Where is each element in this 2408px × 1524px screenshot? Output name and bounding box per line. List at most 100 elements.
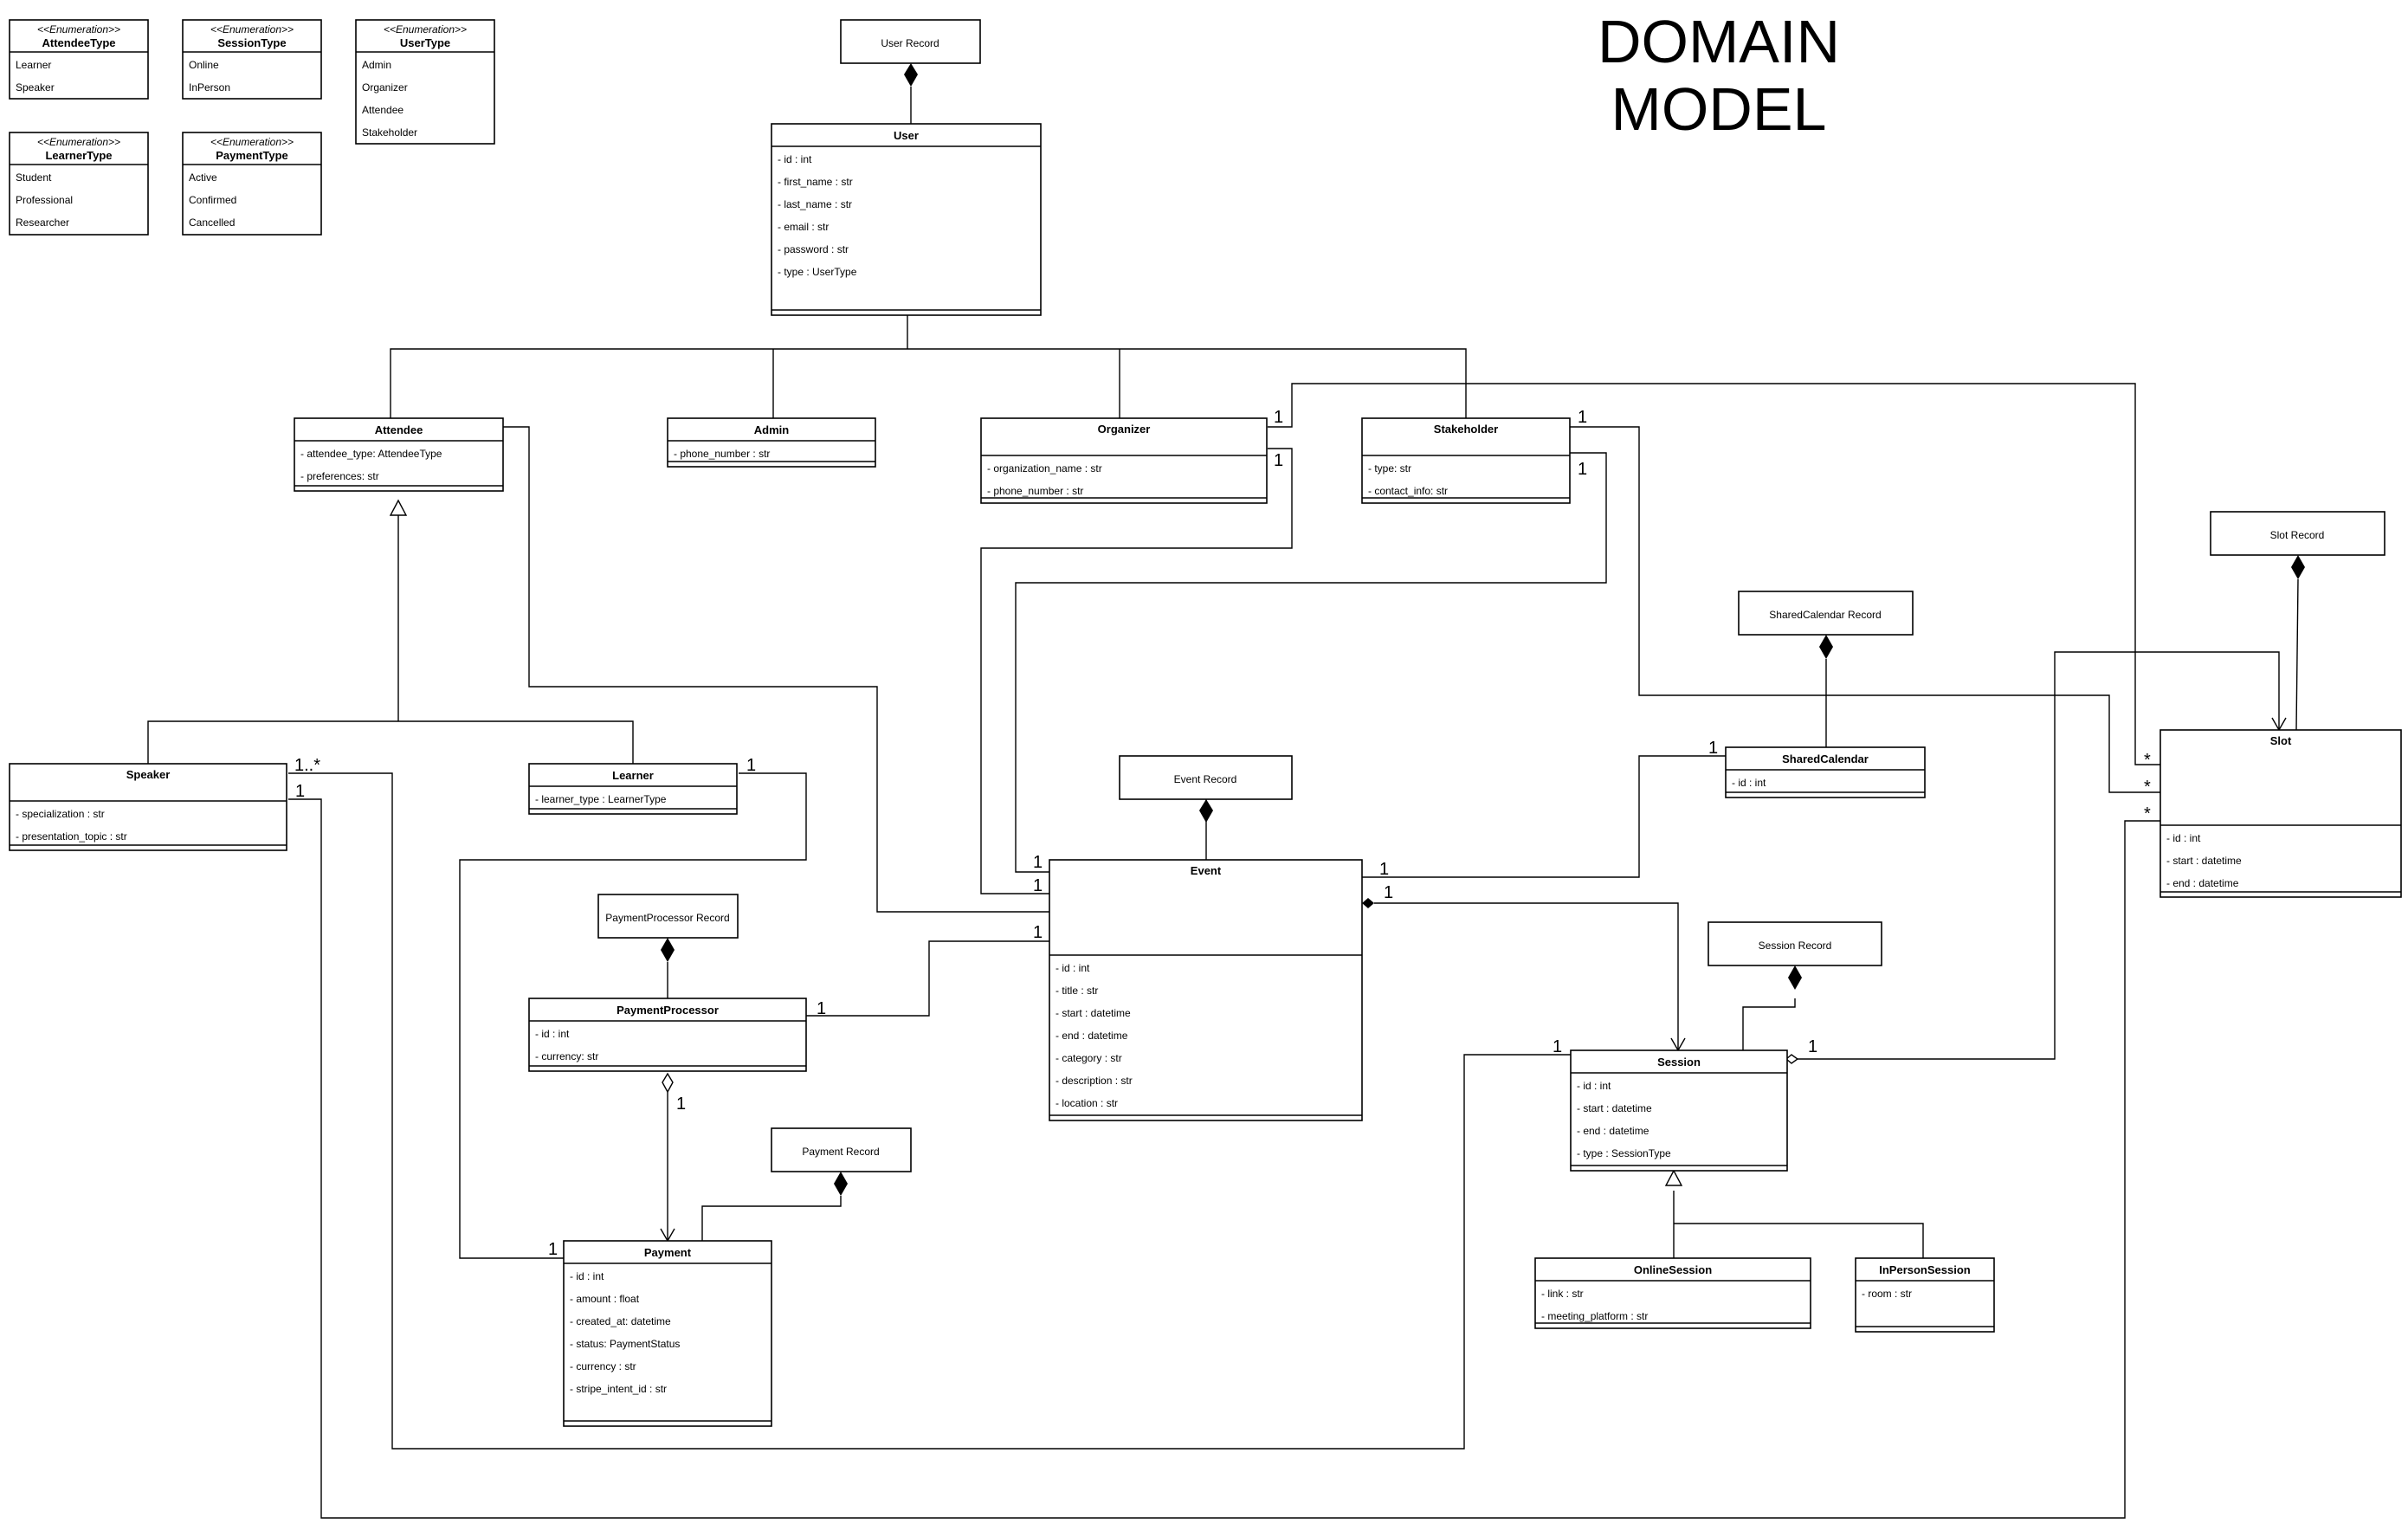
class-attribute: - status: PaymentStatus (570, 1338, 680, 1350)
class-online-session: OnlineSession- link : str- meeting_platf… (1534, 1257, 1811, 1329)
connector-stakeholder-event (1015, 452, 1607, 873)
class-stakeholder: Stakeholder- type: str- contact_info: st… (1361, 417, 1571, 504)
class-speaker: Speaker- specialization : str- presentat… (9, 763, 287, 851)
composition-diamond-user-record (904, 63, 918, 87)
class-box (528, 998, 807, 1072)
connector-stakeholder-slot (1570, 426, 2160, 793)
multiplicity-stakeholder-event: 1 (1578, 460, 1587, 479)
multiplicity-event-stakeholder: 1 (1033, 853, 1043, 872)
record-label: User Record (881, 37, 939, 49)
multiplicity-payment-learner: 1 (548, 1240, 558, 1259)
class-payment-processor: PaymentProcessor- id : int- currency: st… (528, 998, 807, 1072)
enum-literal: Cancelled (189, 216, 235, 229)
record-slot: Slot Record (2210, 511, 2385, 556)
multiplicity-calendar-event: 1 (1708, 739, 1718, 758)
composition-diamond-processor-record (661, 938, 675, 962)
multiplicity-speaker-slot: 1 (295, 782, 305, 801)
connector-session-children-bus (1674, 1223, 1924, 1258)
class-name: SharedCalendar (1782, 752, 1869, 765)
multiplicity-labels: 1 1 1 1 1..* 1 1 1 1 1 1 1 1 * * * 1 1 1… (294, 408, 2151, 1259)
connector-session-record (1742, 998, 1796, 1050)
connector-organizer-slot (1268, 383, 2160, 765)
class-box (1361, 417, 1571, 504)
multiplicity-session-slot: 1 (1808, 1037, 1817, 1056)
class-box (563, 1240, 772, 1427)
class-box (1049, 859, 1363, 1121)
class-box (667, 417, 876, 468)
composition-diamond-event-record (1199, 799, 1213, 823)
class-attribute: - currency : str (570, 1360, 636, 1372)
class-attribute: - id : int (778, 153, 812, 165)
record-label: Event Record (1174, 773, 1237, 785)
class-attribute: - learner_type : LearnerType (535, 793, 667, 805)
class-attribute: - password : str (778, 243, 849, 255)
class-attribute: - id : int (1732, 777, 1766, 789)
enum-name: LearnerType (45, 149, 112, 162)
composition-diamond-session-record (1788, 965, 1802, 990)
class-attribute: - amount : float (570, 1293, 640, 1305)
class-attribute: - created_at: datetime (570, 1315, 671, 1327)
class-attribute: - id : int (1577, 1080, 1611, 1092)
record-user: User Record (840, 19, 981, 64)
diagram-title-line-1: DOMAIN (1598, 8, 1840, 75)
composition-diamond-payment-record (834, 1172, 848, 1196)
multiplicity-processor-event: 1 (817, 999, 826, 1018)
composition-diamond-slot-record (2291, 555, 2305, 579)
class-name: Organizer (1098, 423, 1151, 436)
class-attribute: - type : SessionType (1577, 1147, 1671, 1159)
class-attribute: - email : str (778, 221, 829, 233)
enum-literal: Professional (16, 194, 73, 206)
enum-literal: Student (16, 171, 52, 184)
class-name: PaymentProcessor (617, 1004, 719, 1017)
class-in-person-session: InPersonSession- room : str (1855, 1257, 1995, 1333)
class-attendee: Attendee- attendee_type: AttendeeType- p… (294, 417, 504, 492)
enum-attendee-type: <<Enumeration>>AttendeeTypeLearnerSpeake… (9, 19, 149, 100)
connector-payment-record (701, 1196, 842, 1241)
enum-stereotype: <<Enumeration>> (384, 23, 467, 36)
class-attribute: - specialization : str (16, 808, 105, 820)
class-organizer: Organizer- organization_name : str- phon… (980, 417, 1268, 504)
connector-learner-payment (459, 772, 807, 1259)
class-box (294, 417, 504, 492)
multiplicity-event-organizer: 1 (1033, 876, 1043, 895)
class-box (1725, 746, 1926, 798)
class-box (2159, 729, 2402, 898)
enum-payment-type: <<Enumeration>>PaymentTypeActiveConfirme… (182, 132, 322, 236)
multiplicity-processor-payment: 1 (676, 1095, 686, 1114)
diagram-title-line-2: MODEL (1611, 75, 1827, 143)
enum-box (355, 19, 495, 145)
enum-literal: Speaker (16, 81, 55, 94)
connector-speaker-session (288, 772, 1571, 1450)
class-attribute: - contact_info: str (1368, 485, 1448, 497)
multiplicity-organizer-event: 1 (1274, 451, 1283, 470)
multiplicity-event-calendar: 1 (1379, 860, 1389, 879)
class-attribute: - organization_name : str (987, 462, 1102, 475)
class-attribute: - meeting_platform : str (1541, 1310, 1648, 1322)
multiplicity-slot-organizer: * (2144, 751, 2151, 770)
generalization-arrow-session (1664, 1169, 1683, 1186)
class-event: Event- id : int- title : str- start : da… (1049, 859, 1363, 1121)
record-label: Slot Record (2270, 529, 2325, 541)
class-attribute: - room : str (1862, 1288, 1912, 1300)
class-attribute: - start : datetime (1056, 1007, 1131, 1019)
class-name: Payment (644, 1246, 692, 1259)
class-box (1534, 1257, 1811, 1329)
connector-event-calendar (1362, 755, 1726, 878)
class-box (1855, 1257, 1995, 1333)
class-attribute: - end : datetime (1577, 1125, 1649, 1137)
enumerations: <<Enumeration>>AttendeeTypeLearnerSpeake… (9, 19, 495, 236)
composition-diamond-event-session (1362, 898, 1374, 908)
enum-literal: InPerson (189, 81, 230, 94)
record-payment-processor: PaymentProcessor Record (597, 894, 739, 939)
enum-box (9, 132, 149, 236)
class-attribute: - type : UserType (778, 266, 857, 278)
enum-user-type: <<Enumeration>>UserTypeAdminOrganizerAtt… (355, 19, 495, 145)
aggregation-diamond-processor-payment (662, 1072, 674, 1094)
class-name: Event (1191, 864, 1222, 877)
enum-literal: Confirmed (189, 194, 236, 206)
multiplicity-event-session: 1 (1384, 883, 1393, 902)
class-attribute: - end : datetime (1056, 1030, 1128, 1042)
class-box (9, 763, 287, 851)
enum-name: AttendeeType (42, 36, 116, 49)
